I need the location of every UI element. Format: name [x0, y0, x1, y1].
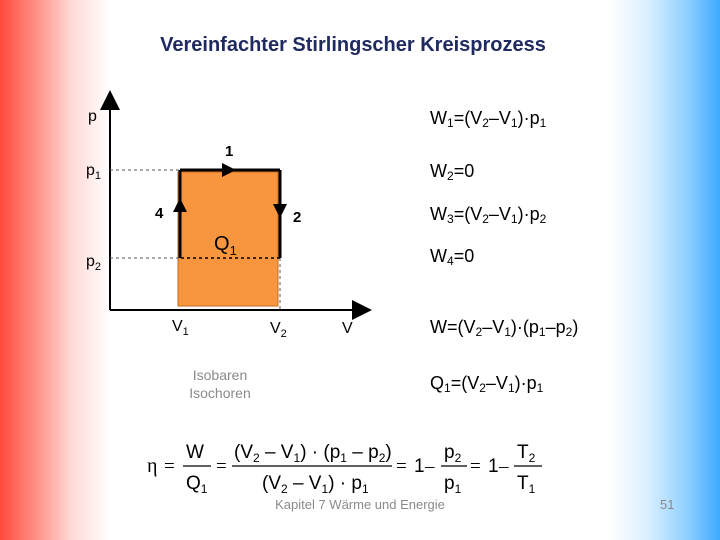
arrow-right	[273, 204, 287, 218]
formula-q1: Q1=(V2–V1)·p1	[430, 373, 544, 395]
legend-isochoren: Isochoren	[189, 385, 251, 401]
arrow-top	[222, 163, 236, 177]
legend: Isobaren Isochoren	[170, 366, 270, 402]
state-2-label: 2	[293, 209, 301, 226]
tick-p1: p1	[86, 162, 101, 182]
equals-1: =	[164, 456, 175, 477]
frac1-num: W	[186, 442, 204, 463]
formula-w1: W1=(V2–V1)·p1	[430, 108, 547, 130]
left-gradient-edge	[0, 0, 110, 540]
eta-symbol: η	[147, 455, 157, 477]
equals-2: =	[216, 456, 227, 477]
one-2: 1	[488, 456, 499, 477]
frac4-den: T1	[517, 473, 536, 496]
right-gradient-edge	[610, 0, 720, 540]
frac3-den: p1	[444, 473, 462, 496]
axis-p-label: p	[88, 108, 97, 125]
formula-w3: W3=(V2–V1)·p2	[430, 204, 547, 226]
state-4-label: 4	[155, 205, 164, 222]
formula-w4: W4=0	[430, 246, 475, 268]
page-number: 51	[660, 497, 675, 512]
efficiency-equation: η = W Q1 = (V2 – V1) · (p1 – p2) (V2 – V…	[147, 442, 542, 496]
minus-1: –	[424, 456, 435, 477]
frac1-den: Q1	[186, 473, 208, 496]
frac4-num: T2	[517, 442, 536, 465]
frac2-num: (V2 – V1) · (p1 – p2)	[234, 442, 392, 465]
formula-w2: W2=0	[430, 161, 475, 183]
equals-4: =	[470, 456, 481, 477]
equals-3: =	[396, 456, 407, 477]
frac2-den: (V2 – V1) · p1	[262, 473, 369, 496]
formula-w-total: W=(V2–V1)·(p1–p2)	[430, 317, 579, 339]
tick-p2: p2	[86, 253, 101, 273]
minus-2: –	[498, 456, 509, 477]
tick-v1: V1	[172, 318, 189, 338]
state-1-label: 1	[225, 143, 233, 160]
legend-isobaren: Isobaren	[192, 367, 248, 383]
slide-title: Vereinfachter Stirlingscher Kreisprozess	[160, 34, 546, 56]
footer-chapter: Kapitel 7 Wärme und Energie	[275, 497, 445, 512]
arrow-left	[173, 198, 187, 212]
tick-v2: V2	[270, 320, 287, 340]
one-1: 1	[414, 456, 425, 477]
frac3-num: p2	[444, 442, 462, 465]
axis-v-label: V	[342, 320, 353, 337]
